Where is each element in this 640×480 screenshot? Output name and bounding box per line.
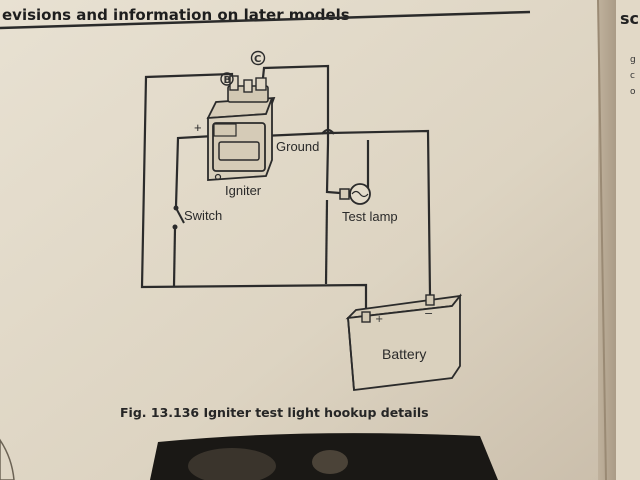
test-lamp-label: Test lamp bbox=[342, 209, 398, 224]
terminal-c-label: C bbox=[254, 54, 261, 65]
header-text: evisions and information on later models bbox=[2, 6, 350, 24]
next-page bbox=[616, 0, 640, 480]
side-page-text: sc bbox=[620, 9, 639, 28]
battery-component bbox=[348, 295, 460, 390]
photo-detail-center bbox=[312, 450, 348, 474]
wire-lamp-lower bbox=[326, 200, 327, 284]
figure-caption: Fig. 13.136 Igniter test light hookup de… bbox=[120, 405, 429, 420]
switch-label: Switch bbox=[184, 208, 222, 223]
ground-label: Ground bbox=[276, 139, 319, 154]
battery-label: Battery bbox=[382, 346, 426, 362]
side-margin-char-1: g bbox=[630, 55, 636, 65]
side-margin-char-2: c bbox=[630, 71, 635, 81]
igniter-plus-mark: + bbox=[194, 120, 202, 135]
battery-plus-mark: + bbox=[375, 314, 383, 325]
battery-minus-mark: − bbox=[424, 307, 433, 320]
igniter-label: Igniter bbox=[225, 183, 262, 198]
wire-switch-lower bbox=[174, 228, 175, 286]
side-margin-char-3: o bbox=[630, 87, 636, 97]
terminal-b-label: B bbox=[224, 75, 232, 86]
